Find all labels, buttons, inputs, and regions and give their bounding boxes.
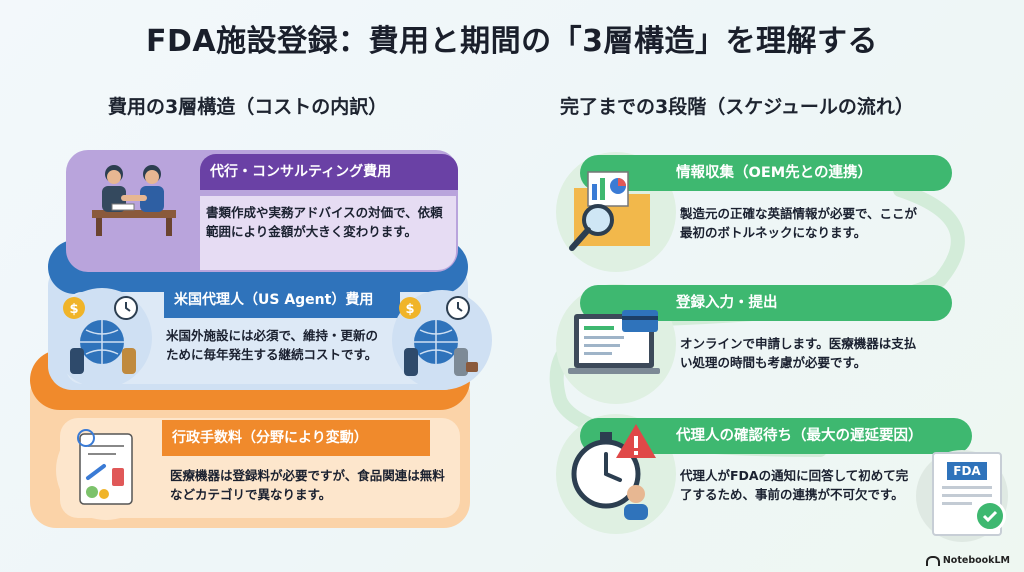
layer-title-consulting: 代行・コンサルティング費用	[200, 154, 458, 190]
svg-text:$: $	[405, 302, 414, 317]
laptop-form-icon	[566, 300, 666, 386]
layer-purple-panel	[200, 196, 456, 270]
business-meeting-icon	[86, 160, 182, 238]
layer-text-consulting: 書類作成や実務アドバイスの対価で、依頼範囲により金額が大きく変わります。	[206, 205, 443, 239]
medical-document-icon	[56, 420, 156, 520]
us-agent-right-icon: $	[392, 290, 492, 390]
check-icon	[974, 500, 1006, 532]
svg-text:$: $	[69, 302, 78, 317]
step-title-info: 情報収集（OEM先との連携）	[580, 155, 952, 191]
stopwatch-warning-icon	[560, 420, 670, 520]
right-heading: 完了までの3段階（スケジュールの流れ）	[560, 96, 914, 118]
page-title: FDA施設登録：費用と期間の「3層構造」を理解する	[146, 24, 878, 59]
brand-label: NotebookLM	[925, 555, 1010, 566]
left-heading: 費用の3層構造（コストの内訳）	[108, 96, 388, 118]
layer-text-fees: 医療機器は登録料が必要ですが、食品関連は無料などカテゴリで異なります。	[170, 468, 445, 502]
step-text-info: 製造元の正確な英語情報が必要で、ここが最初のボトルネックになります。	[680, 206, 918, 240]
fda-certificate-icon: FDA	[932, 452, 1002, 536]
step-text-agent-wait: 代理人がFDAの通知に回答して初めて完了するため、事前の連携が不可欠です。	[680, 468, 909, 502]
layer-text-us-agent: 米国外施設には必須で、維持・更新のために毎年発生する継続コストです。	[166, 328, 379, 362]
step-text-submit: オンラインで申請します。医療機器は支払い処理の時間も考慮が必要です。	[680, 336, 917, 370]
step-title-submit: 登録入力・提出	[580, 285, 952, 321]
layer-title-fees: 行政手数料（分野により変動）	[162, 420, 430, 456]
notebook-icon	[925, 555, 940, 566]
us-agent-left-icon: $	[52, 288, 152, 388]
step-title-agent-wait: 代理人の確認待ち（最大の遅延要因）	[580, 418, 972, 454]
layer-title-us-agent: 米国代理人（US Agent）費用	[164, 282, 400, 318]
fda-badge-label: FDA	[947, 462, 987, 480]
brand-text: NotebookLM	[942, 555, 1010, 566]
folder-search-icon	[562, 164, 662, 256]
